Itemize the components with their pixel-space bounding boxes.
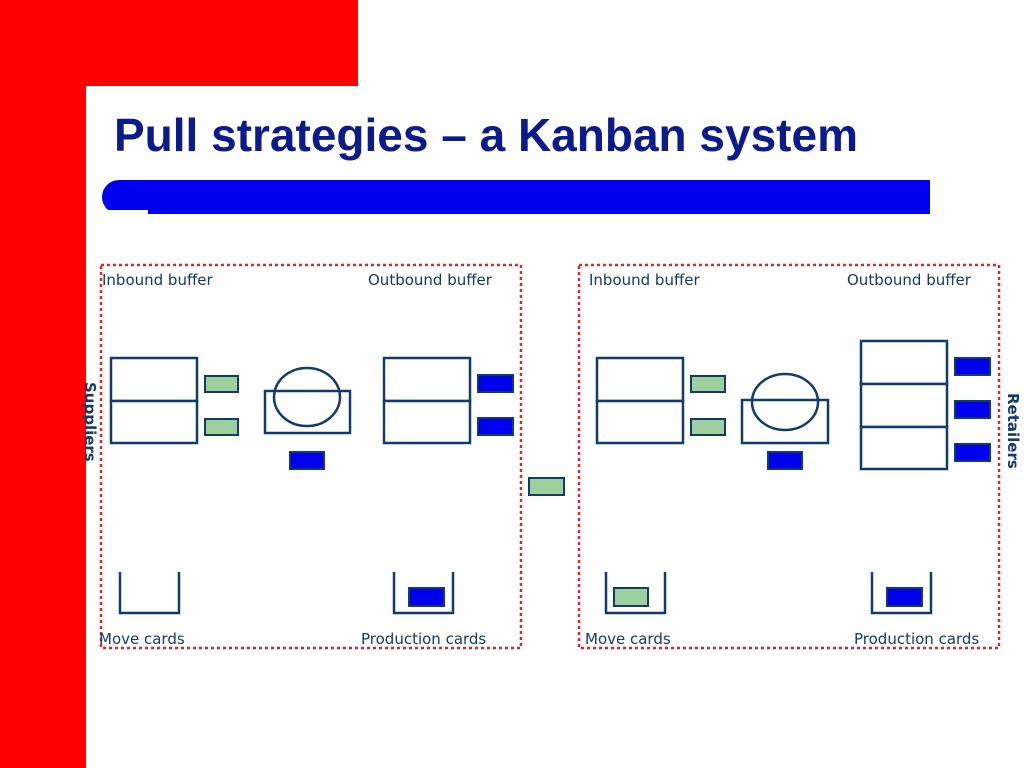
production-card <box>954 400 991 419</box>
stage-2-production-cards-label: Production cards <box>854 630 979 648</box>
retailers-label: Retailers <box>1004 393 1022 469</box>
production-card <box>767 451 803 470</box>
stage-1-production-card-post <box>392 572 455 615</box>
stage-1-outbound-label: Outbound buffer <box>368 271 493 289</box>
stage-1-production-cards-label: Production cards <box>361 630 486 648</box>
stage-1-inbound-container <box>109 399 199 445</box>
move-card-in-transit <box>528 477 565 496</box>
stage-2-machine-wheel <box>750 372 820 432</box>
red-sidebar-decoration <box>0 0 86 768</box>
stage-1-outbound-container <box>382 356 472 403</box>
slide-title: Pull strategies – a Kanban system <box>114 109 858 161</box>
production-card <box>954 357 991 376</box>
stage-2-inbound-label: Inbound buffer <box>589 271 701 289</box>
stage-2-move-cards-label: Move cards <box>585 630 671 648</box>
production-card <box>954 443 991 462</box>
production-card <box>477 374 514 393</box>
stage-2-boundary <box>577 263 1001 650</box>
move-card <box>690 418 726 436</box>
stage-1-inbound-container <box>109 356 199 403</box>
stage-2-outbound-container <box>859 425 949 471</box>
production-card <box>289 451 325 470</box>
title-underline-bar <box>102 180 930 214</box>
stage-1-move-card-post <box>118 572 181 615</box>
production-card <box>886 587 923 607</box>
move-card <box>204 375 239 393</box>
stage-1-inbound-label: Inbound buffer <box>102 271 214 289</box>
stage-2-outbound-container <box>859 382 949 429</box>
stage-2-outbound-container <box>859 339 949 386</box>
stage-1-machine-wheel <box>272 366 342 428</box>
stage-2-move-card-post <box>604 572 667 615</box>
stage-2-production-card-post <box>870 572 933 615</box>
stage-1-boundary <box>99 263 523 650</box>
red-top-decoration <box>0 0 358 86</box>
stage-1-outbound-container <box>382 399 472 445</box>
production-card <box>408 587 445 607</box>
stage-1-move-cards-label: Move cards <box>99 630 185 648</box>
stage-2-outbound-label: Outbound buffer <box>847 271 972 289</box>
move-card <box>690 375 726 393</box>
stage-2-inbound-container <box>595 356 685 403</box>
stage-2-inbound-container <box>595 399 685 445</box>
move-card <box>613 587 649 607</box>
production-card <box>477 417 514 436</box>
suppliers-label: Suppliers <box>81 382 99 462</box>
move-card <box>204 418 239 436</box>
